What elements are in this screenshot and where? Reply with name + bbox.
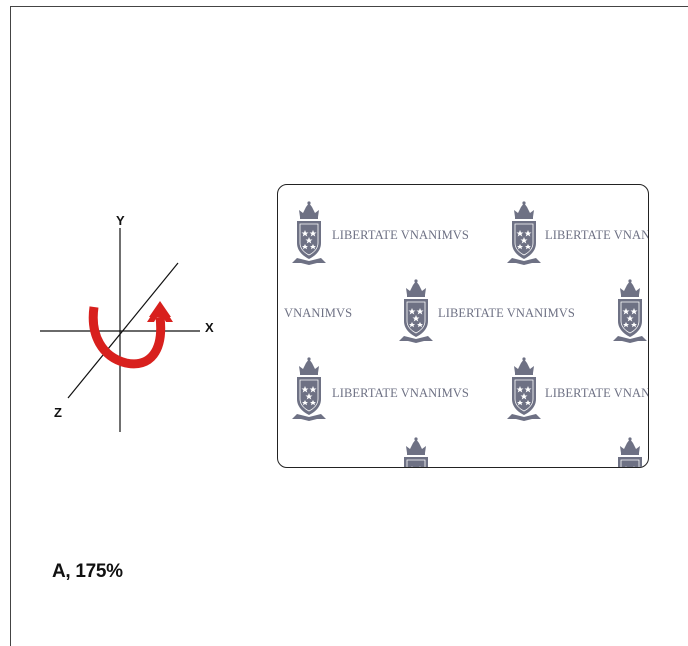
crest-emblem-icon	[612, 279, 648, 344]
rotation-arrow-icon	[88, 301, 173, 369]
scale-caption: A, 175%	[52, 561, 123, 582]
z-axis-label: Z	[54, 405, 62, 420]
y-axis-label: Y	[116, 213, 125, 228]
motto-text: LIBERTATE VNANIMVS	[332, 228, 469, 242]
crest-emblem-icon	[291, 201, 327, 266]
x-axis-label: X	[205, 320, 214, 335]
crest-emblem-icon	[291, 357, 327, 422]
crest-emblem-icon	[398, 279, 434, 344]
page-frame	[10, 6, 688, 646]
motto-text: VNANIMVS	[284, 306, 353, 320]
crest-emblem-icon	[506, 201, 542, 266]
motto-text: LIBERTATE VNANIMVS	[332, 386, 469, 400]
motto-text: LIBERTATE VNAN	[545, 228, 649, 242]
z-axis-line	[67, 262, 179, 399]
crest-emblem-icon	[398, 437, 434, 467]
motto-text: LIBERTATE VNAN	[545, 386, 649, 400]
crest-emblem-icon	[612, 437, 648, 467]
crest-emblem-icon	[506, 357, 542, 422]
rotation-axes-diagram: Y X Z	[30, 205, 230, 445]
watermark-card: LIBERTATE VNANIMVS LIBERTATE VNAN VNANIM…	[277, 184, 649, 468]
motto-text: LIBERTATE VNANIMVS	[438, 306, 575, 320]
